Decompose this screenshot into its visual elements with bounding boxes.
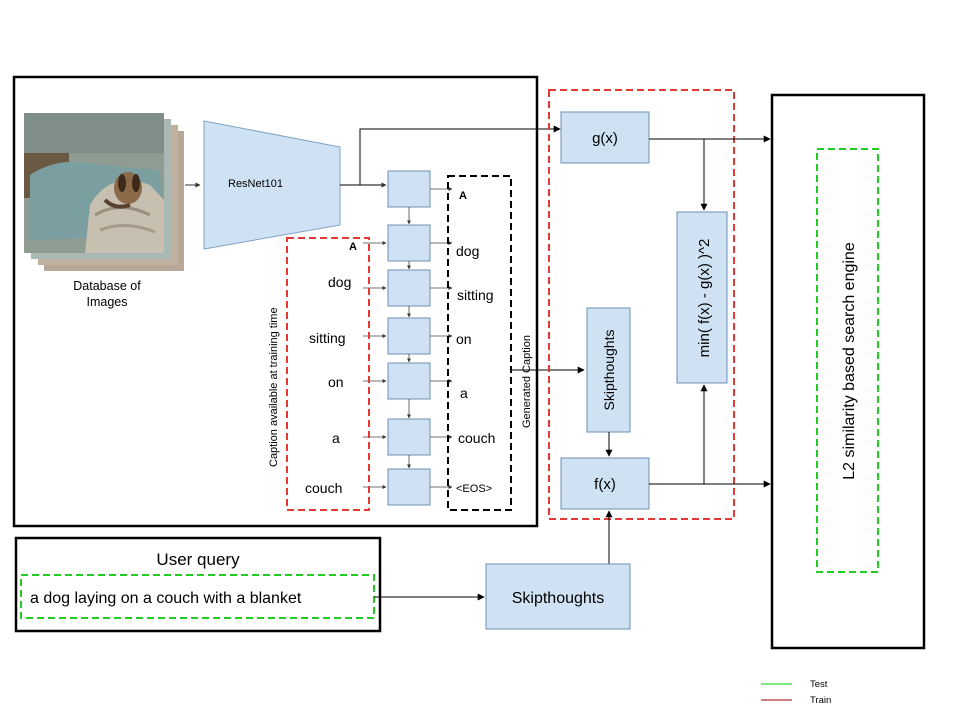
training-word-1: dog	[328, 274, 351, 290]
generated-word-2: sitting	[457, 287, 494, 303]
generated-word-3: on	[456, 331, 472, 347]
training-word-4: a	[332, 430, 340, 446]
search-engine-frame	[770, 93, 926, 650]
generated-word-5: couch	[458, 430, 495, 446]
generated-word-1: dog	[456, 243, 479, 259]
database-label-line1: Database of	[73, 279, 141, 293]
gx-label: g(x)	[592, 130, 618, 147]
user-query-title: User query	[156, 550, 240, 569]
generated-caption-box	[447, 175, 512, 511]
generated-word-4: a	[460, 385, 468, 401]
fx-box	[560, 457, 650, 510]
loss-label: min( f(x) - g(x) )^2	[696, 239, 713, 358]
training-word-0: A	[349, 241, 357, 253]
skipthoughts-query-label: Skipthoughts	[512, 590, 605, 607]
gx-box	[560, 111, 650, 164]
legend: Test Train	[761, 679, 831, 706]
training-word-2: sitting	[309, 330, 346, 346]
generated-word-0: A	[459, 190, 467, 202]
training-word-3: on	[328, 374, 344, 390]
user-query-text: a dog laying on a couch with a blanket	[30, 590, 302, 607]
loss-box	[676, 211, 728, 384]
generated-caption-title: Generated Caption	[521, 335, 533, 428]
legend-test-label: Test	[810, 679, 828, 690]
training-frame	[12, 75, 539, 528]
resnet-label: ResNet101	[228, 178, 283, 190]
database-label-line2: Images	[87, 295, 128, 309]
image-stack	[24, 113, 184, 271]
resnet-block	[203, 120, 341, 250]
user-query-frame	[14, 536, 382, 633]
generated-word-6: <EOS>	[456, 483, 492, 495]
training-caption-box	[286, 237, 370, 511]
training-word-5: couch	[305, 480, 342, 496]
dog-photo	[24, 113, 164, 253]
skipthoughts-query-box	[485, 563, 631, 630]
training-caption-title: Caption available at training time	[268, 307, 280, 467]
legend-train-label: Train	[810, 695, 831, 706]
lstm-cells	[387, 170, 431, 506]
embedding-region	[548, 89, 735, 520]
search-engine-label: L2 similarity based search engine	[841, 242, 858, 480]
fx-label: f(x)	[594, 476, 616, 493]
skipthoughts-vertical-label: Skipthoughts	[601, 330, 617, 411]
